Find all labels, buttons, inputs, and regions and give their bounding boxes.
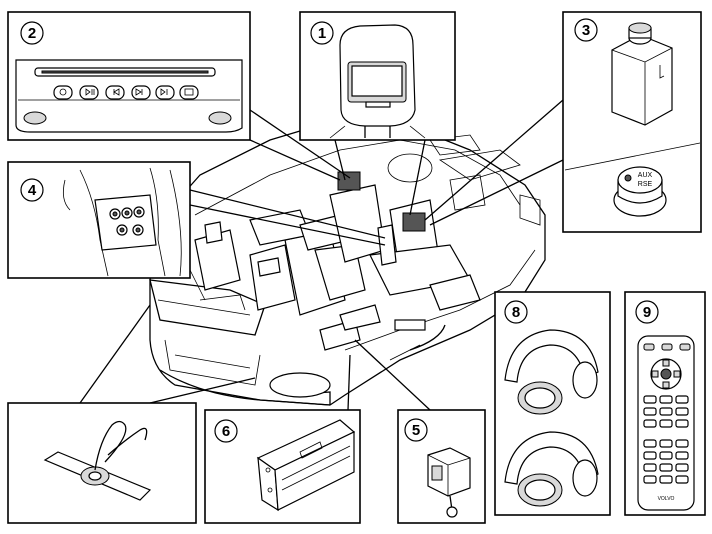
callout-number-2: 2 bbox=[28, 25, 36, 42]
rear-seats bbox=[194, 209, 366, 316]
callout-marker-4 bbox=[20, 178, 44, 202]
rse-label: RSE bbox=[638, 181, 653, 188]
callout-marker-8 bbox=[504, 300, 528, 324]
car-illustration bbox=[149, 117, 546, 406]
callout-box-8: 8 bbox=[494, 291, 611, 516]
menu-button bbox=[179, 85, 199, 100]
next-button bbox=[131, 85, 151, 100]
callout-marker-9 bbox=[635, 300, 659, 324]
callout-marker-5 bbox=[404, 418, 428, 442]
callout-number-5: 5 bbox=[412, 422, 420, 439]
antenna-icon bbox=[43, 420, 152, 501]
callout-number-6: 6 bbox=[222, 423, 230, 440]
headrest-screen-left bbox=[337, 171, 361, 191]
antenna-box bbox=[7, 402, 197, 524]
power-button bbox=[53, 85, 73, 100]
callout-box-6: 6 bbox=[204, 409, 361, 524]
control-module-icon bbox=[256, 419, 356, 512]
center-console bbox=[377, 224, 397, 266]
aux-label: AUX bbox=[638, 172, 653, 179]
callout-marker-3 bbox=[574, 18, 598, 42]
callout-number-4: 4 bbox=[28, 182, 37, 199]
callout-number-8: 8 bbox=[512, 304, 520, 321]
headrest-monitor-icon bbox=[329, 24, 426, 139]
battery-pack-icon bbox=[611, 22, 673, 126]
leader-lines bbox=[79, 99, 564, 411]
headphones-icon-1 bbox=[504, 329, 599, 415]
headrest-screen-right bbox=[402, 212, 426, 232]
callout-box-9: 9 bbox=[624, 291, 706, 516]
callout-box-5: 5 bbox=[397, 409, 486, 524]
remote-control-icon: VOLVO bbox=[637, 335, 695, 511]
aux-jack-icon: AUX RSE bbox=[613, 166, 667, 217]
headphones-icon-2 bbox=[504, 431, 599, 507]
callout-box-1: 1 bbox=[299, 11, 456, 141]
callout-marker-1 bbox=[310, 21, 334, 45]
remote-brand-label: VOLVO bbox=[658, 496, 675, 502]
callout-number-1: 1 bbox=[318, 25, 326, 42]
callout-number-9: 9 bbox=[643, 304, 651, 321]
callout-number-3: 3 bbox=[582, 22, 590, 39]
callout-box-3: 3 AUX RSE bbox=[562, 11, 702, 233]
callout-marker-2 bbox=[20, 21, 44, 45]
remote-button-grid bbox=[643, 395, 689, 484]
rear-panel-jacks-icon bbox=[62, 167, 182, 277]
callout-box-2: 2 bbox=[7, 11, 251, 141]
callout-box-4: 4 bbox=[7, 161, 191, 279]
callout-marker-6 bbox=[214, 419, 238, 443]
ir-transmitter-icon bbox=[427, 447, 471, 518]
dvd-player-icon bbox=[15, 59, 243, 133]
